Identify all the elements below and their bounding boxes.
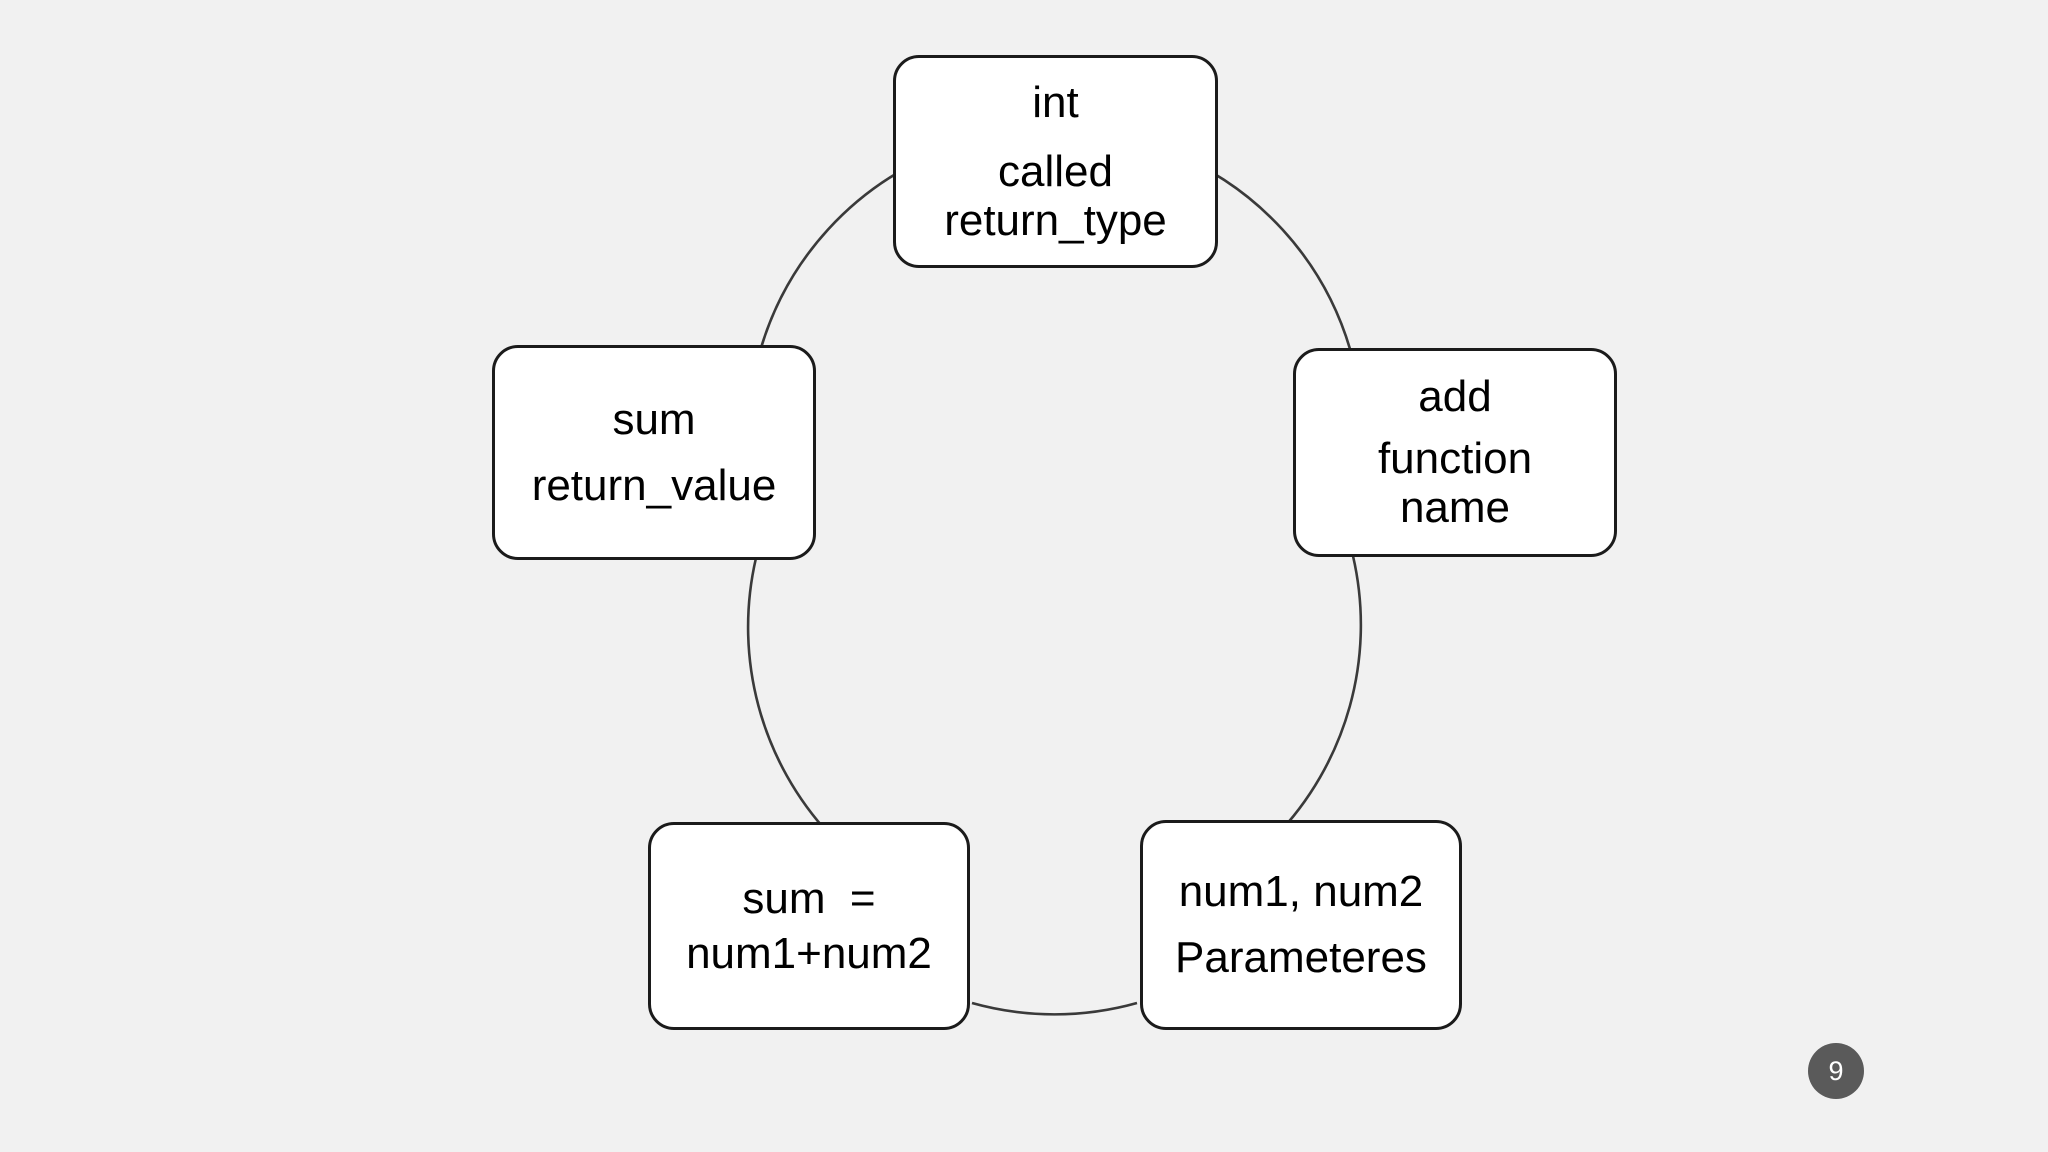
connector-arc-bottomleft-to-left [746,557,831,836]
cycle-node-function-name[interactable]: add function name [1293,348,1617,557]
cycle-node-return-value-line1: sum [612,394,696,444]
cycle-node-return-value-line2: return_value [531,460,777,510]
cycle-node-return-value[interactable]: sum return_value [492,345,816,560]
cycle-node-parameters-line1: num1, num2 [1178,867,1424,917]
cycle-node-return-type[interactable]: int called return_type [893,55,1218,268]
cycle-node-function-name-line3: name [1399,483,1511,533]
cycle-node-parameters[interactable]: num1, num2 Parameteres [1140,820,1462,1030]
slide-number-text: 9 [1828,1055,1844,1086]
slide-number-badge: 9 [1808,1043,1864,1099]
cycle-node-return-type-line3: return_type [944,196,1167,246]
cycle-node-function-name-line2: function [1377,434,1533,484]
cycle-node-body-line1: sum = [742,874,876,924]
cycle-node-return-type-line2: called [998,146,1113,196]
cycle-node-body-line2: num1+num2 [686,928,932,978]
cycle-node-body[interactable]: sum = num1+num2 [648,822,970,1030]
cycle-node-parameters-line2: Parameteres [1175,933,1427,983]
cycle-node-return-type-line1: int [1032,77,1079,127]
connector-arc-right-to-bottomright [1274,555,1363,838]
cycle-node-function-name-line1: add [1418,372,1492,422]
connector-arc-bottomright-to-bottomleft [971,1001,1138,1016]
